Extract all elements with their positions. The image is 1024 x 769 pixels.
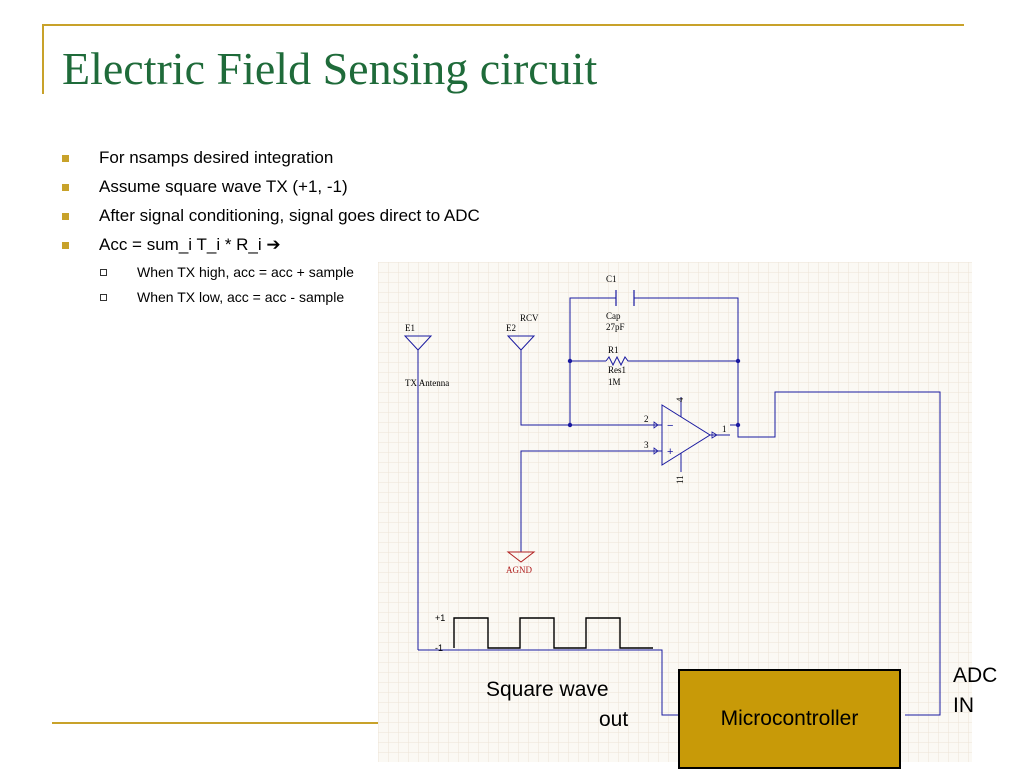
resistor-r1 — [605, 355, 630, 367]
agnd-symbol — [506, 450, 643, 563]
hollow-square-icon — [100, 269, 107, 276]
agnd-label: AGND — [506, 565, 532, 575]
pin-2-label: 2 — [644, 414, 649, 424]
pin-11-label: 11 — [675, 475, 685, 484]
bullet-text: Assume square wave TX (+1, -1) — [99, 177, 348, 196]
wave-high-label: +1 — [435, 613, 445, 623]
tx-antenna-symbol — [403, 335, 433, 650]
c1-value: 27pF — [606, 322, 625, 332]
adc-label-line1: ADC — [953, 664, 998, 687]
square-wave-label-line2: out — [599, 708, 629, 731]
rcv-antenna-symbol — [506, 335, 643, 426]
bullet-text: After signal conditioning, signal goes d… — [99, 206, 480, 225]
square-wave-label-line1: Square wave — [486, 678, 609, 701]
pin-3-label: 3 — [644, 440, 649, 450]
adc-label-line2: IN — [953, 694, 974, 717]
opamp-plus: + — [667, 446, 673, 458]
sub-bullet-text: When TX high, acc = acc + sample — [137, 264, 354, 280]
opamp-symbol — [643, 397, 730, 472]
square-wave-trace — [453, 617, 653, 649]
microcontroller-label: Microcontroller — [720, 707, 859, 730]
bullet-square-icon — [62, 155, 69, 162]
capacitor-c1 — [615, 290, 635, 306]
r1-type: Res1 — [608, 365, 626, 375]
opamp-minus: − — [667, 420, 673, 432]
c1-ref: C1 — [606, 274, 617, 284]
pin-1-label: 1 — [722, 424, 727, 434]
bullet-square-icon — [62, 242, 69, 249]
frame-bottom-rule — [52, 722, 382, 724]
frame-left-rule — [42, 24, 44, 94]
e2-ref: E2 — [506, 323, 516, 333]
bullet-text: For nsamps desired integration — [99, 148, 334, 167]
junction-dots — [567, 358, 741, 428]
wave-low-label: -1 — [435, 643, 443, 653]
bullet-square-icon — [62, 213, 69, 220]
r1-ref: R1 — [608, 345, 619, 355]
tx-output-wire — [418, 649, 680, 716]
c1-type: Cap — [606, 311, 621, 321]
bullet-square-icon — [62, 184, 69, 191]
sub-bullet-text: When TX low, acc = acc - sample — [137, 289, 345, 305]
hollow-square-icon — [100, 294, 107, 301]
bullet-text: Acc = sum_i T_i * R_i ➔ — [99, 235, 281, 254]
circuit-schematic: E1 TX Antenna E2 RCV C1 Cap 27pF R1 Res1… — [378, 262, 972, 762]
r1-value: 1M — [608, 377, 621, 387]
tx-antenna-label: TX Antenna — [405, 378, 449, 388]
frame-top-rule — [42, 24, 964, 26]
pin-4-label: 4 — [675, 397, 685, 402]
rcv-label: RCV — [520, 313, 539, 323]
slide-title: Electric Field Sensing circuit — [62, 43, 598, 94]
e1-ref: E1 — [405, 323, 415, 333]
microcontroller-block: Microcontroller — [678, 669, 901, 769]
